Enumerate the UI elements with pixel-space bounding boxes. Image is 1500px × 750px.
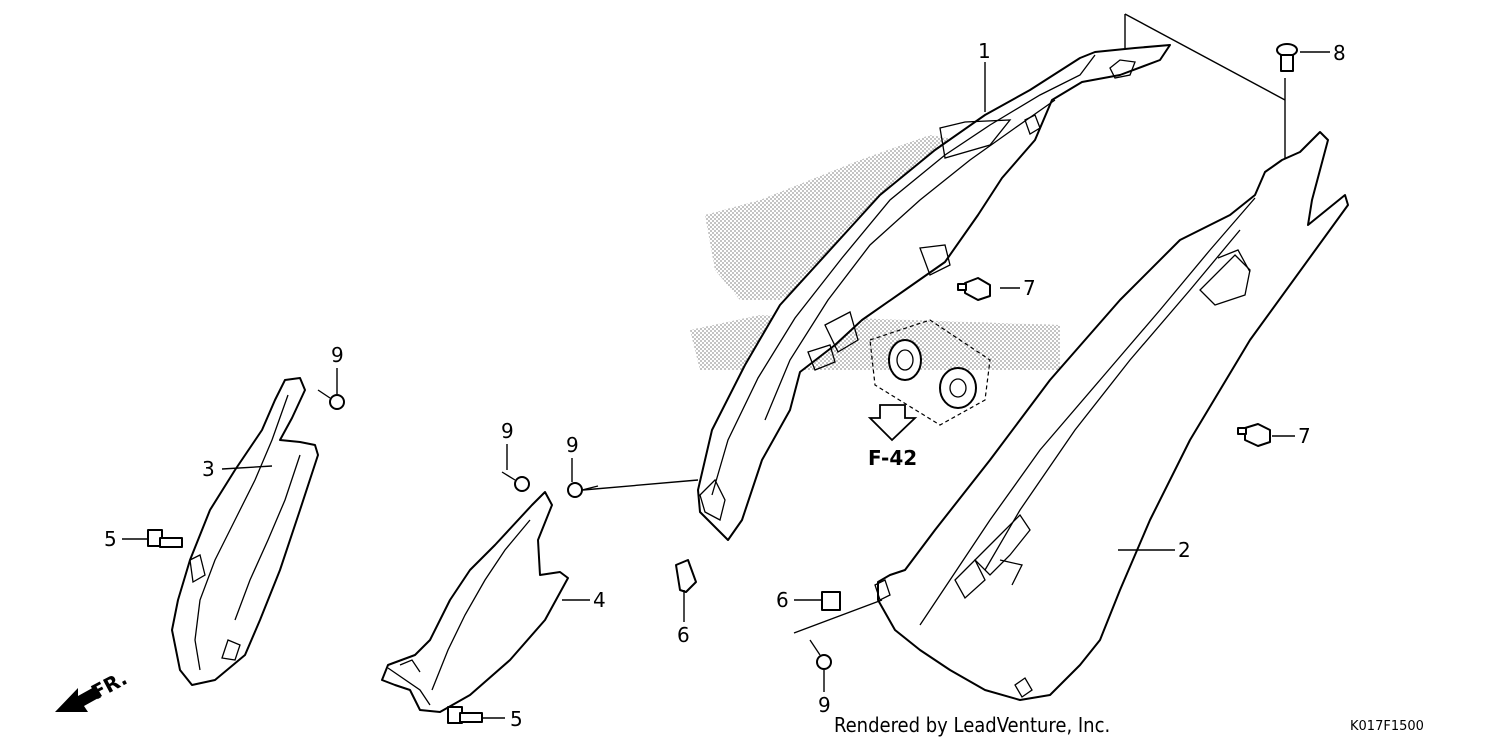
callout-5-bottom: 5	[510, 707, 523, 731]
callout-9-c: 9	[566, 433, 579, 457]
screw-9-d-icon	[809, 639, 832, 670]
lower-cover	[381, 491, 569, 713]
bolt-5-bottom-icon	[447, 706, 483, 724]
clip-7-right-icon	[1237, 423, 1271, 447]
callout-1: 1	[978, 39, 991, 63]
body-cover-upper	[697, 44, 1171, 541]
nut-6-right-icon	[821, 591, 841, 611]
callout-9-b: 9	[501, 419, 514, 443]
callout-6-right: 6	[776, 588, 789, 612]
bolt-8-icon	[1276, 43, 1298, 72]
reference-arrow	[867, 404, 918, 442]
front-direction-arrow-icon	[55, 686, 102, 712]
callout-7-right: 7	[1298, 424, 1311, 448]
credit-text: Rendered by LeadVenture, Inc.	[834, 713, 1110, 737]
reference-label: F-42	[868, 446, 917, 470]
fasteners	[147, 43, 1298, 724]
callout-labels: 1 2 3 4 5 5 6 6 7 7 8 9 9 9 9	[104, 39, 1346, 731]
callout-8: 8	[1333, 41, 1346, 65]
callout-9-d: 9	[818, 693, 831, 717]
leader-lines	[122, 13, 1330, 719]
callout-2: 2	[1178, 538, 1191, 562]
screw-9-a-icon	[317, 389, 345, 410]
clip-7-upper-icon	[957, 277, 991, 301]
bolt-5-left-icon	[147, 529, 183, 548]
screw-9-b-icon	[501, 471, 530, 492]
nut-6-center-icon	[675, 559, 697, 593]
callout-5-left: 5	[104, 527, 117, 551]
callout-7-upper: 7	[1023, 276, 1036, 300]
diagram-code: K017F1500	[1350, 719, 1424, 734]
grommet-group	[869, 319, 991, 426]
callout-3: 3	[202, 457, 215, 481]
side-cover-right	[874, 131, 1349, 701]
callout-4: 4	[593, 588, 606, 612]
inner-cover-left	[171, 377, 319, 686]
callout-9-a: 9	[331, 343, 344, 367]
callout-6-center: 6	[677, 623, 690, 647]
